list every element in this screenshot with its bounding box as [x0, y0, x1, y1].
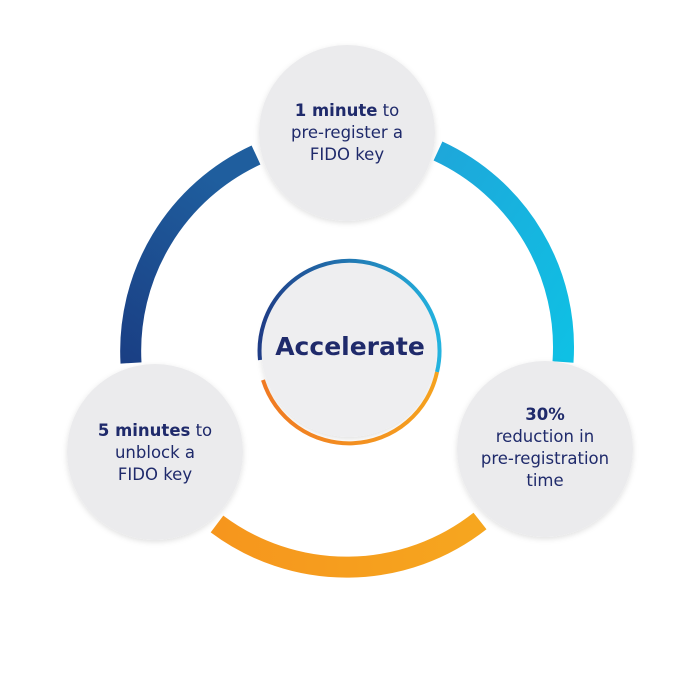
node-left-line2: unblock a: [114, 443, 196, 462]
node-circle-right: [457, 361, 633, 537]
node-left-bold: 5 minutes: [97, 421, 191, 440]
node-label-top: 1 minute to pre-register a FIDO key: [267, 88, 427, 178]
node-right-line2: reduction in: [495, 427, 595, 446]
node-top-line2: pre-register a: [291, 123, 403, 142]
node-right-line3: pre-registration: [480, 449, 610, 468]
node-top-line1: to: [377, 101, 400, 120]
node-right-bold: 30%: [525, 405, 565, 424]
node-label-left: 5 minutes to unblock a FIDO key: [72, 413, 238, 493]
node-left-line3: FIDO key: [117, 465, 193, 484]
node-top-line3: FIDO key: [309, 145, 385, 164]
node-circle-left: [67, 364, 243, 540]
center-title: Accelerate: [275, 331, 425, 361]
node-left-line1: to: [190, 421, 213, 440]
ring-arc-cyan: [433, 141, 574, 363]
center-hub-fill: [261, 261, 437, 437]
ring-arc-orange: [210, 512, 487, 578]
ring-arc-blue: [120, 145, 261, 364]
node-circle-top: [259, 45, 435, 221]
center-ring-top: [257, 258, 442, 373]
center-ring-bottom: [261, 371, 439, 446]
node-right-line4: time: [526, 471, 564, 490]
node-label-right: 30% reduction in pre-registration time: [462, 398, 628, 498]
node-top-bold: 1 minute: [294, 101, 378, 120]
